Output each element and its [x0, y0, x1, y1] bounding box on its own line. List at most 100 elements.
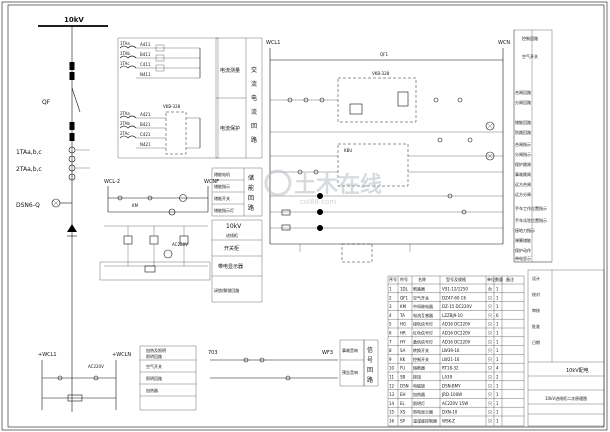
table-cell: 只 — [488, 313, 492, 318]
status-table: 10kV 进线柜 开关柜 带电显示器 闭锁/解锁回路 — [211, 219, 263, 303]
table-cell: 1 — [496, 339, 499, 344]
table-cell: 电流互感器 — [413, 312, 433, 318]
relay-model: VKB-328 — [163, 104, 181, 109]
relay-km: KM — [132, 203, 139, 208]
table-cell: 1 — [496, 331, 499, 336]
table-cell: AD16 DC220V — [442, 331, 471, 336]
title-block: 10kV配电 10kV进线柜二次原理图 设计 校对 审核 批准 日期 — [527, 269, 605, 427]
main-control-circuit: WCL1 WCN QF1 VKB-328 KBU — [266, 40, 510, 263]
dt-h-6: 数量 — [495, 276, 503, 282]
table-cell: 照明灯 — [413, 400, 425, 406]
strip-row-12: 远方分闸 — [515, 191, 531, 197]
table-cell: SB — [400, 375, 406, 380]
status-row-3: 闭锁/解锁回路 — [214, 287, 239, 293]
signal-section: 703 WF3 事故音响 预告音响 信 号 回 路 — [208, 339, 379, 387]
table-cell: 14 — [389, 401, 395, 406]
table-cell: 温湿度控制器 — [413, 418, 437, 424]
table-cell: 1 — [389, 287, 392, 292]
title-project: 10kV配电 — [566, 367, 589, 374]
table-cell: AD16 DC220V — [442, 339, 471, 344]
heater-bus-left: +WCL1 — [38, 352, 57, 358]
table-cell: 绿色信号灯 — [413, 321, 433, 327]
dc-side-3: 回 — [248, 195, 254, 202]
table-cell: 10 — [389, 366, 395, 371]
lower-relay-block — [337, 143, 409, 187]
table-cell: 16 — [389, 419, 395, 424]
strip-row-11: 远方合闸 — [515, 181, 531, 187]
table-cell: LW21-16 — [442, 357, 460, 362]
signal-side-4: 路 — [367, 376, 373, 384]
dc-energy-section: WCL-2 WCNF KM AC220V — [99, 167, 263, 281]
table-cell: HR — [400, 331, 406, 336]
table-cell: 只 — [488, 357, 492, 362]
ac-side-3: 电 — [251, 94, 257, 102]
one-line-diagram: 10kV QF 1TAa,b,c 2TAa,b,c DSN6-Q — [16, 16, 108, 412]
wire-7: C421 — [140, 132, 151, 137]
signal-wire-right: WF3 — [322, 350, 333, 356]
table-cell: SP — [400, 419, 406, 424]
table-cell: DXN-10 — [442, 410, 458, 415]
voltage-label: 10kV — [64, 16, 84, 24]
device-table-header: 序号 符号 名称 型号及规格 单位 数量 备注 — [389, 276, 514, 282]
main-bus-left: WCL1 — [266, 40, 280, 46]
title-row-3: 审核 — [532, 307, 540, 313]
dt-h-2: 符号 — [400, 276, 408, 282]
table-cell: 1 — [496, 287, 499, 292]
table-cell: 只 — [488, 339, 492, 344]
relay-block-model: VKB-328 — [372, 71, 390, 76]
wire-1: A411 — [140, 42, 151, 47]
strip-row-17: 保护动作 — [515, 247, 531, 253]
ac-side-4: 流 — [251, 108, 257, 116]
wire-8: N421 — [140, 142, 151, 147]
table-cell: 熔断器 — [413, 365, 425, 371]
table-cell: 只 — [488, 419, 492, 424]
table-cell: HG — [400, 322, 406, 327]
ct-label-2: 2TAa,b,c — [16, 166, 42, 173]
heater-supply: AC220V — [88, 364, 104, 369]
dc-bus-right: WCNF — [204, 179, 219, 185]
strip-row-8: 分闸指示 — [515, 151, 531, 157]
ct-tag-6: 2TAc — [120, 131, 130, 136]
strip-row-18: 带电显示 — [515, 255, 531, 261]
ac-current-section: 1TAa 1TAb 1TAc A411 B411 C411 N411 VKB-3… — [117, 37, 263, 159]
heater-row-4: 照明回路 — [146, 375, 162, 381]
table-cell: EH — [400, 392, 406, 397]
ac-row-measure: 电流测量 — [220, 67, 240, 74]
wire-3: C411 — [140, 62, 151, 67]
table-cell: EL — [400, 401, 406, 406]
table-cell: 按钮 — [413, 374, 421, 380]
table-cell: 1 — [496, 383, 499, 388]
table-cell: 1 — [496, 357, 499, 362]
dt-h-5: 单位 — [487, 276, 495, 282]
ac-side-5: 回 — [251, 123, 257, 130]
signal-label-2: 预告音响 — [342, 369, 358, 375]
dc-row-4: 储能指示灯 — [214, 207, 234, 213]
ct-tag-4: 2TAa — [120, 111, 130, 116]
strip-row-3: 合闸回路 — [515, 89, 531, 95]
strip-row-4: 分闸回路 — [515, 99, 531, 105]
table-cell: 2 — [389, 295, 392, 300]
table-cell: 2 — [496, 375, 499, 380]
table-cell: 1 — [496, 304, 499, 309]
ct-tag-2: 1TAb — [120, 51, 130, 56]
inner-frame — [7, 4, 605, 428]
table-cell: AD16 DC220V — [442, 322, 471, 327]
dc-bus-left: WCL-2 — [104, 179, 120, 185]
title-row-2: 校对 — [532, 291, 540, 297]
table-cell: 控制开关 — [413, 356, 429, 362]
table-cell: WSK-Z — [442, 419, 455, 424]
table-cell: DSN-BMY — [442, 383, 461, 388]
table-cell: KM — [400, 304, 407, 309]
table-cell: 只 — [488, 392, 492, 397]
table-cell: 13 — [389, 392, 395, 397]
dt-h-4: 型号及规格 — [446, 276, 466, 282]
ac-side-1: 交 — [251, 66, 257, 74]
strip-row-5: 储能回路 — [515, 119, 531, 125]
signal-wire-left: 703 — [208, 350, 218, 356]
table-cell: 中间继电器 — [413, 303, 433, 309]
table-cell: 加热器 — [413, 391, 425, 397]
dt-h-7: 备注 — [506, 276, 514, 282]
dc-row-2: 储能指示 — [214, 183, 230, 189]
